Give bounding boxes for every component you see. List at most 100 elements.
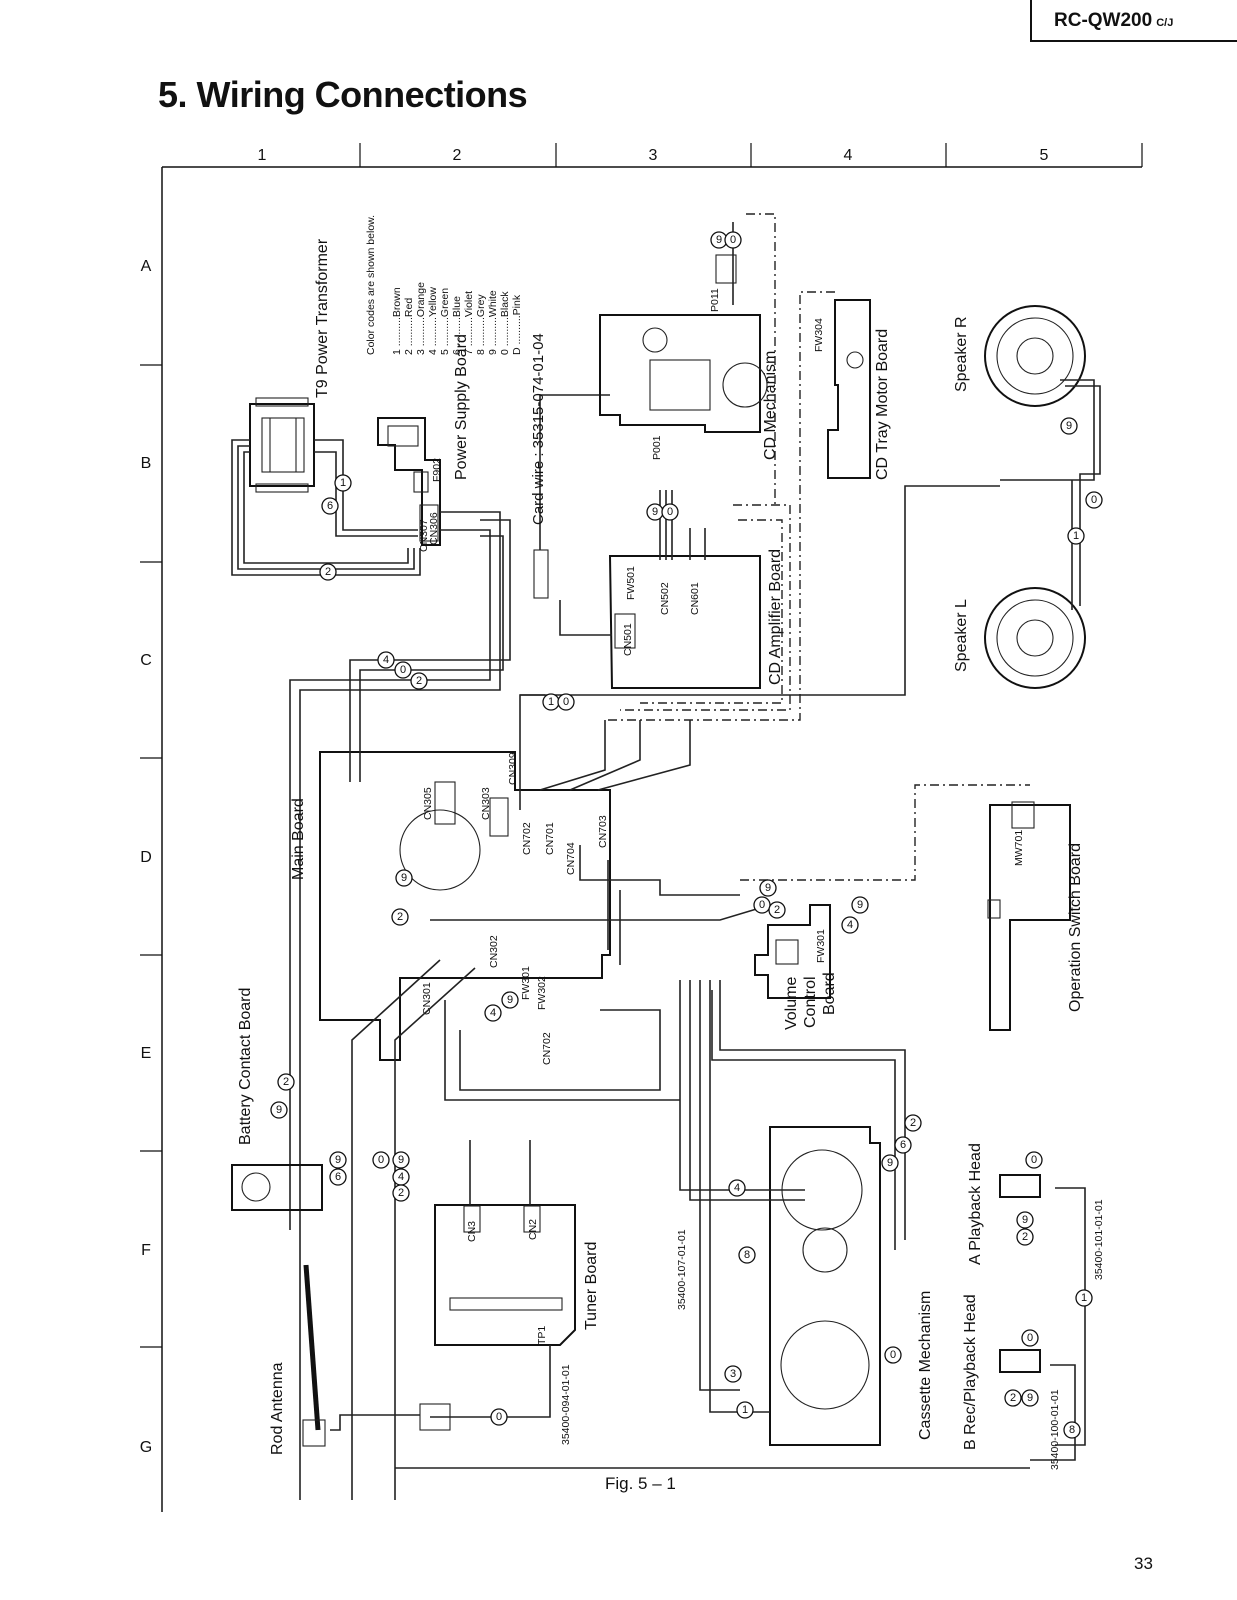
wire-marker: 9: [716, 234, 722, 246]
cd-mech-dash-wire: [746, 213, 776, 505]
col-label: 5: [1040, 147, 1049, 164]
wire-marker: 0: [1027, 1332, 1033, 1344]
fw301-vol-label: FW301: [815, 929, 827, 963]
speaker-r-label: Speaker R: [953, 316, 970, 392]
main-board-label: Main Board: [290, 798, 307, 880]
playback-head-label: A Playback Head: [967, 1143, 984, 1265]
cd-amplifier-board-label: CD Amplifier Board: [767, 549, 784, 685]
wire-marker: 9: [401, 872, 407, 884]
p001-label: P001: [651, 435, 663, 460]
col-label: 3: [649, 147, 658, 164]
card-wire-plug: [533, 549, 549, 599]
wire-marker: 4: [398, 1171, 404, 1183]
fw302-label: FW302: [536, 976, 548, 1010]
cd-amplifier-board: [608, 555, 761, 689]
wire-marker: 1: [742, 1404, 748, 1416]
row-label: A: [141, 258, 152, 275]
cn306-label: CN306: [428, 512, 440, 545]
cassette-wires: [679, 980, 906, 1413]
volume-control-board-label-2: Control: [802, 976, 819, 1028]
rec-playback-head: [999, 1349, 1041, 1373]
col-label: 2: [453, 147, 462, 164]
speaker-r: [984, 305, 1086, 407]
wire-marker: 2: [774, 904, 780, 916]
mw701-label: MW701: [1013, 830, 1025, 866]
color-code-entry: 3 ..........Orange: [415, 282, 427, 355]
playback-wire-label: 35400-101-01-01: [1093, 1199, 1105, 1280]
main-board: [319, 751, 611, 1061]
model-number: RC-QW200: [1054, 10, 1153, 31]
tuner-wire-label: 35400-094-01-01: [560, 1364, 572, 1445]
wire-marker: 2: [1022, 1231, 1028, 1243]
wire-marker: 1: [1081, 1292, 1087, 1304]
battery-contact-board-label: Battery Contact Board: [237, 988, 254, 1145]
wire-marker: 6: [900, 1139, 906, 1151]
wire-marker: 6: [327, 500, 333, 512]
rec-wire-label: 35400-100-01-01: [1049, 1389, 1061, 1470]
card-wire: [539, 394, 610, 550]
cn701-label: CN701: [544, 822, 556, 855]
wire-marker: 1: [1073, 530, 1079, 542]
wire-marker: 2: [283, 1076, 289, 1088]
wire-marker: 4: [383, 654, 389, 666]
cn303-label: CN303: [480, 787, 492, 820]
wire-marker: 8: [1069, 1424, 1075, 1436]
p011-label: P011: [709, 288, 721, 312]
tp1-label: TP1: [536, 1326, 548, 1345]
wire-marker: 4: [734, 1182, 740, 1194]
row-label: G: [140, 1439, 152, 1456]
cassette-wire-label: 35400-107-01-01: [676, 1229, 688, 1310]
wire-marker: 9: [1066, 420, 1072, 432]
row-label: C: [140, 652, 152, 669]
playback-head: [999, 1174, 1041, 1198]
wire-marker: 0: [667, 506, 673, 518]
rod-antenna: [302, 1264, 326, 1447]
wire-marker: 6: [335, 1171, 341, 1183]
cn3-label: CN3: [466, 1221, 478, 1242]
wire-marker: 0: [759, 899, 765, 911]
wire-marker: 0: [730, 234, 736, 246]
cassette-mechanism: [769, 1126, 881, 1446]
figure-caption: Fig. 5 – 1: [605, 1474, 676, 1493]
wire-marker: 9: [887, 1157, 893, 1169]
row-label: B: [141, 455, 152, 472]
wire-marker: 2: [325, 566, 331, 578]
cd-mechanism-label: CD Mechanism: [762, 351, 779, 460]
power-supply-board-label: Power Supply Board: [453, 334, 470, 480]
row-label: E: [141, 1045, 152, 1062]
wire-marker: 0: [400, 664, 406, 676]
power-transformer: [249, 397, 315, 493]
color-code-entry: 8 ..........Grey: [475, 294, 487, 355]
volume-control-board-label-3: Board: [821, 972, 838, 1015]
wire-marker: 9: [276, 1104, 282, 1116]
color-code-legend: Color codes are shown below. 1 .........…: [365, 215, 523, 355]
power-supply-board: [377, 417, 441, 546]
fw301-main-label: FW301: [520, 966, 532, 1000]
wire-marker: 0: [378, 1154, 384, 1166]
col-label: 4: [844, 147, 853, 164]
color-code-entry: 9 ..........White: [487, 290, 499, 355]
operation-switch-board-label: Operation Switch Board: [1067, 843, 1084, 1012]
wire-marker: 9: [652, 506, 658, 518]
wire-marker: 2: [416, 675, 422, 687]
grid-frame: [140, 143, 1143, 1512]
model-header-box: [1030, 0, 1237, 42]
cn601-label: CN601: [689, 582, 701, 615]
tray-motor-dash-wire: [605, 291, 835, 721]
volume-control-board-label-1: Volume: [783, 977, 800, 1030]
wire-marker: 2: [1010, 1392, 1016, 1404]
wire-marker: 9: [1022, 1214, 1028, 1226]
wire-marker: 9: [398, 1154, 404, 1166]
wire-marker: 4: [490, 1007, 496, 1019]
cn309-label: CN309: [507, 752, 519, 785]
wire-marker: 9: [857, 899, 863, 911]
rec-playback-head-label: B Rec/Playback Head: [962, 1294, 979, 1450]
page-title: 5. Wiring Connections: [158, 74, 528, 115]
wire-marker: 2: [397, 911, 403, 923]
cn501-label: CN501: [622, 623, 634, 656]
color-code-entry: 7 ..........Violet: [463, 291, 475, 355]
cn301-label: CN301: [421, 982, 433, 1015]
f902-label: F902: [431, 458, 443, 482]
rod-antenna-label: Rod Antenna: [269, 1362, 286, 1455]
color-code-entry: 1 ..........Brown: [391, 287, 403, 355]
